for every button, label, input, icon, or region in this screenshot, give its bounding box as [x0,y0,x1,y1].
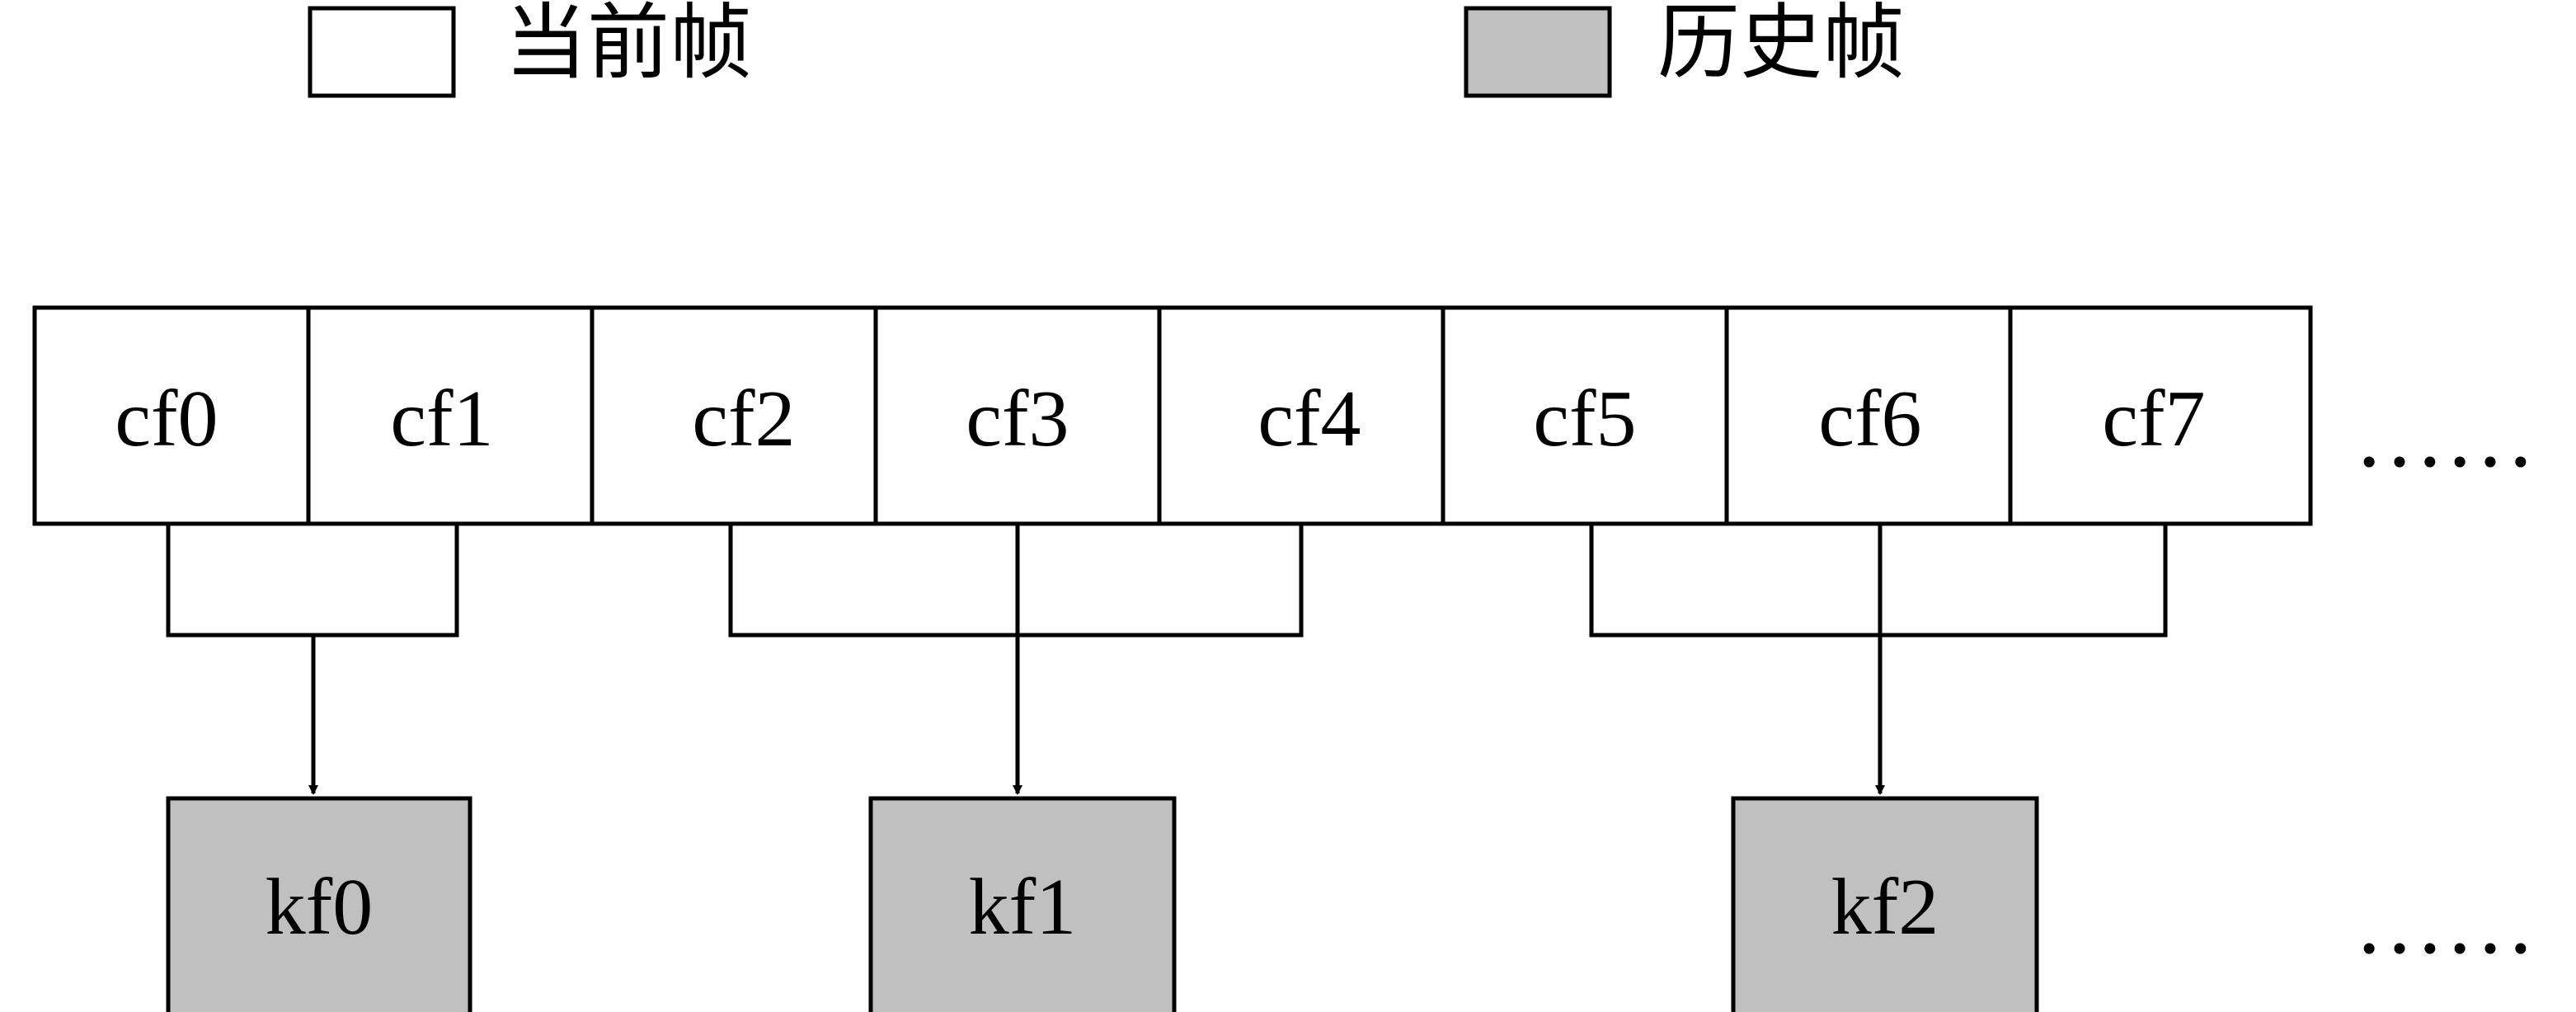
history-row-continuation: …… [2354,872,2536,972]
group-bracket-kf0 [166,524,459,638]
current-frames-outline [32,305,2313,526]
legend-history-swatch [1464,6,1612,98]
current-frame-label: cf4 [1257,374,1361,464]
current-frame-label: cf5 [1533,374,1636,464]
group-connectors [166,524,2168,795]
history-frame-label: kf2 [1831,863,1939,952]
current-frame-label: cf2 [692,374,795,464]
history-frame-box-kf1 [868,796,1177,1012]
current-frame-label: cf3 [966,374,1069,464]
history-frames-row: kf0 kf1 kf2 …… [166,796,2536,1012]
legend: 当前帧 历史帧 [308,0,1905,98]
current-frame-label: cf7 [2102,374,2205,464]
history-frame-box-kf0 [166,796,472,1012]
current-frame-label: cf6 [1818,374,1921,464]
legend-current-label: 当前帧 [505,0,752,91]
history-frame-box-kf2 [1731,796,2039,1012]
history-frame-label: kf0 [266,863,374,952]
legend-history-label: 历史帧 [1657,0,1905,91]
current-row-continuation: …… [2354,385,2536,486]
history-frame-label: kf1 [969,863,1077,952]
legend-current-swatch [308,6,456,98]
current-frame-label: cf0 [115,374,218,464]
current-frame-label: cf1 [390,374,493,464]
current-frames-row: cf0 cf1 cf2 cf3 cf4 cf5 cf6 cf7 …… [32,305,2536,526]
